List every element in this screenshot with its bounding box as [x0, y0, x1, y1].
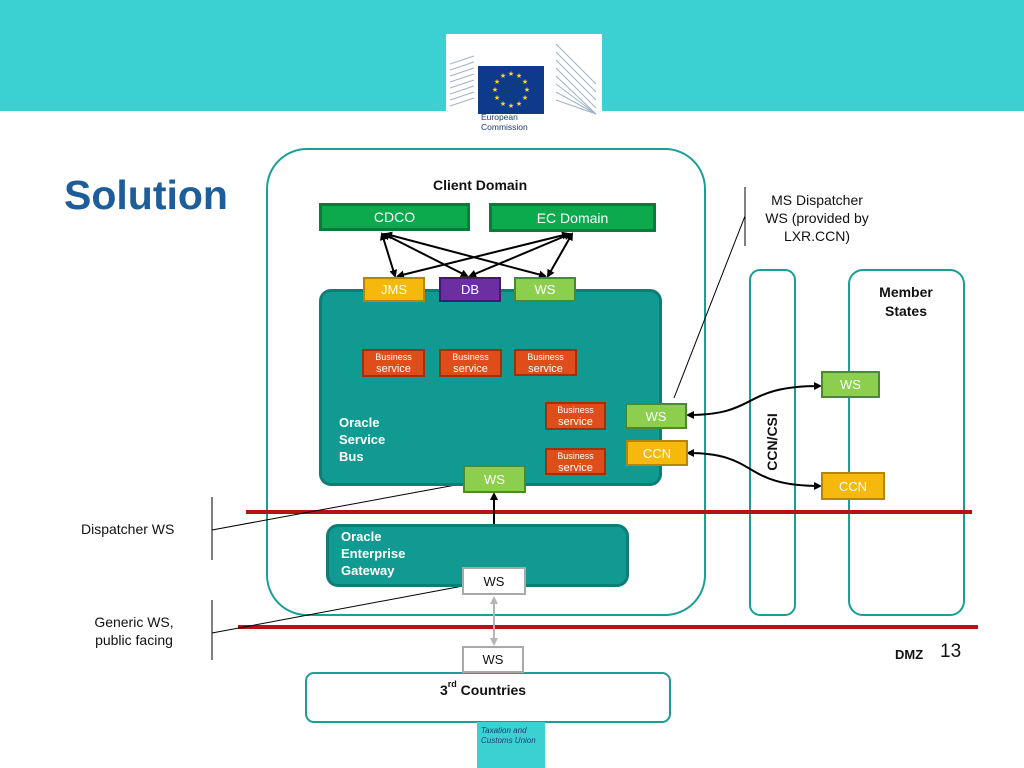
svg-text:★: ★: [522, 94, 528, 102]
dispatcher-ws-callout: Dispatcher WS: [81, 521, 175, 537]
callout-leader-ms: [673, 215, 746, 399]
svg-text:★: ★: [494, 78, 500, 86]
page-number: 13: [940, 641, 962, 662]
ws-box-right: WS: [625, 403, 687, 429]
svg-text:★: ★: [492, 86, 498, 94]
ccn-csi-boundary: [749, 269, 796, 616]
taxation-customs-logo: [477, 722, 545, 768]
taxation-customs-text: Taxation and Customs Union: [481, 726, 536, 745]
third-countries-ws-box: WS: [462, 646, 524, 673]
svg-text:★: ★: [508, 70, 514, 78]
ec-domain-box: EC Domain: [489, 203, 656, 232]
svg-text:★: ★: [500, 100, 506, 108]
ccn-csi-label: CCN/CSI: [764, 413, 780, 471]
member-states-boundary: [848, 269, 965, 616]
svg-text:★: ★: [522, 78, 528, 86]
third-countries-title: 3rd Countries: [440, 679, 527, 698]
slide-title: Solution: [64, 172, 228, 218]
svg-text:★: ★: [508, 102, 514, 110]
arrow-ws-member-ws: [686, 382, 822, 419]
eu-flag-icon: ★★★★ ★★★★ ★★★★: [478, 66, 544, 114]
client-domain-title: Client Domain: [433, 177, 528, 193]
ws-box-top: WS: [514, 277, 576, 302]
ms-dispatcher-callout: MS Dispatcher WS (provided by LXR.CCN): [765, 192, 869, 244]
gateway-ws-box: WS: [462, 567, 526, 595]
svg-text:★: ★: [516, 100, 522, 108]
jms-box: JMS: [363, 277, 425, 302]
arrow-cdco-jms: [379, 232, 398, 278]
client-domain-boundary: [266, 148, 706, 616]
callout-leader-dispatcher: [211, 481, 473, 531]
oracle-service-bus-label: Oracle Service Bus: [339, 415, 386, 464]
callout-leader-generic: [211, 585, 464, 634]
ccn-box-right: CCN: [626, 440, 688, 466]
svg-text:★: ★: [524, 86, 530, 94]
arrow-ccn-member-ccn: [686, 449, 822, 490]
svg-text:★: ★: [500, 72, 506, 80]
svg-text:★: ★: [494, 94, 500, 102]
member-states-title: Member States: [879, 284, 933, 319]
arrow-ec-ws: [547, 232, 573, 278]
generic-ws-callout: Generic WS, public facing: [94, 614, 174, 648]
member-ws-box: WS: [821, 371, 880, 398]
dmz-label: DMZ: [895, 647, 924, 662]
member-ccn-box: CCN: [821, 472, 885, 500]
cdco-box: CDCO: [319, 203, 470, 231]
db-box: DB: [439, 277, 501, 302]
ec-logo-text: European Commission: [481, 112, 528, 132]
svg-text:★: ★: [516, 72, 522, 80]
ec-building-icon: [449, 43, 597, 115]
dispatcher-ws-box: WS: [463, 465, 526, 493]
oracle-enterprise-gateway-label: Oracle Enterprise Gateway: [341, 529, 406, 578]
